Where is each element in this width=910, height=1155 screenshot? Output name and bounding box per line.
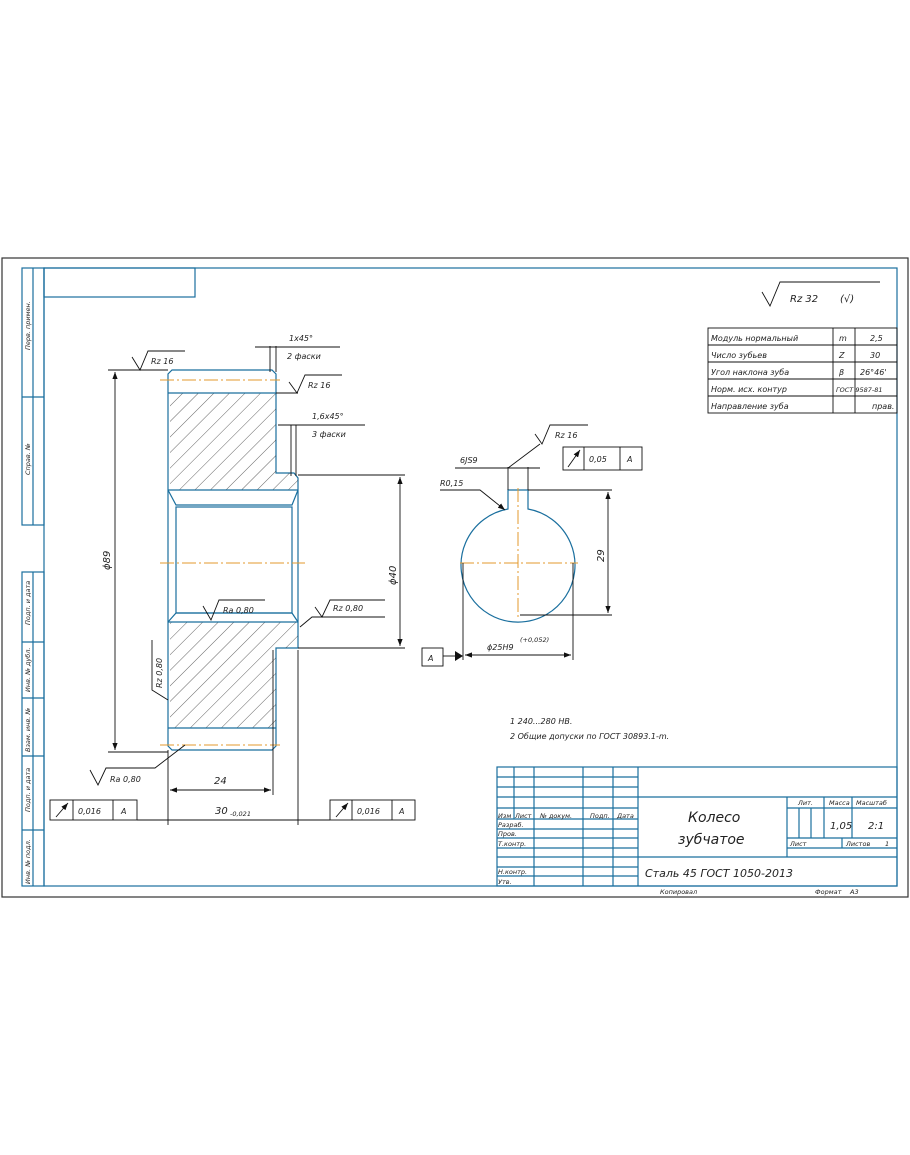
- side-label: Перв. примен.: [24, 301, 32, 350]
- drawing-label: Подп.: [590, 812, 610, 820]
- drawing-label: Масса: [829, 799, 850, 807]
- drawing-label: Модуль нормальный: [711, 334, 798, 343]
- drawing-label: Пров.: [498, 830, 517, 838]
- sheet-border: [1, 257, 909, 898]
- side-label: Инв. № подл.: [24, 839, 32, 884]
- side-label: Взам. инв. №: [24, 708, 32, 752]
- drawing-label: -0,021: [230, 810, 251, 818]
- part-name: зубчатое: [678, 832, 745, 848]
- drawing-label: Масштаб: [856, 799, 887, 807]
- drawing-label: Ra 0,80: [110, 775, 141, 784]
- runout-frame-left: 0,016 A: [49, 799, 138, 821]
- drawing-label: Копировал: [660, 888, 697, 896]
- drawing-label: 3 фаски: [312, 430, 346, 439]
- drawing-label: 26°46': [860, 368, 887, 377]
- runout-frame-right: 0,016 A: [329, 799, 416, 821]
- drawing-label: № докум.: [539, 812, 572, 820]
- drawing-label: A: [626, 455, 632, 464]
- drawing-label: A: [398, 807, 404, 816]
- general-roughness: Rz 32 (√): [761, 281, 880, 308]
- top-left-box: [43, 267, 196, 298]
- drawing-label: ϕ25H9: [487, 643, 514, 652]
- drawing-label: 0,016: [78, 807, 101, 816]
- drawing-label: Rz 32: [790, 294, 818, 305]
- drawing-label: Дата: [616, 812, 634, 820]
- drawing-label: Направление зуба: [711, 402, 789, 411]
- drawing-label: Rz 16: [308, 381, 330, 390]
- side-label: Подп. и дата: [24, 768, 32, 812]
- gear-spec-table: Модуль нормальный m 2,5 Число зубьев Z 30 Уг…: [707, 327, 898, 414]
- drawing-label: Z: [838, 351, 845, 360]
- tech-note: 1 240...280 HB.: [510, 717, 572, 726]
- drawing-label: R0,15: [440, 479, 463, 488]
- drawing-label: Т.контр.: [498, 840, 526, 848]
- drawing-label: Лист: [789, 840, 807, 848]
- drawing-label: ГОСТ 9587-81: [836, 386, 882, 394]
- part-name: Колесо: [688, 810, 740, 826]
- drawing-label: Листов: [845, 840, 870, 848]
- drawing-label: ϕ89: [102, 551, 113, 570]
- drawing-label: Число зубьев: [711, 351, 767, 360]
- drawing-label: Rz 16: [555, 431, 577, 440]
- material: Сталь 45 ГОСТ 1050-2013: [645, 867, 793, 880]
- side-strip: Перв. примен. Справ. № Подп. и дата Инв.…: [21, 267, 45, 887]
- spec-row: Угол наклона зуба β 26°46': [711, 368, 887, 377]
- drawing-label: 6JS9: [460, 456, 478, 465]
- gear-section-view: [160, 369, 305, 751]
- spec-row: Норм. исх. контур ГОСТ 9587-81: [711, 385, 882, 394]
- drawing-label: 1: [885, 840, 889, 848]
- mass-value: 1,05: [830, 821, 852, 832]
- drawing-label: 24: [214, 776, 227, 787]
- drawing-label: ϕ40: [388, 566, 399, 585]
- drawing-label: 2 фаски: [287, 352, 321, 361]
- drawing-label: Rz 16: [151, 357, 173, 366]
- drawing-label: 1,6x45°: [312, 412, 344, 421]
- drawing-label: 30: [870, 351, 880, 360]
- drawing-label: Лит.: [797, 799, 813, 807]
- drawing-label: 2,5: [870, 334, 883, 343]
- drawing-label: Rz 0,80: [155, 658, 164, 688]
- side-label: Подп. и дата: [24, 581, 32, 625]
- scale-value: 2:1: [868, 821, 884, 832]
- side-label: Справ. №: [24, 443, 32, 475]
- side-label: Инв. № дубл.: [24, 648, 32, 692]
- drawing-label: 1x45°: [289, 334, 313, 343]
- drawing-label: m: [839, 334, 847, 343]
- drawing-label: (√): [840, 294, 854, 305]
- dimensions: ϕ89 ϕ40 24 30 -0,021 1x45° 2 фаски 1,6x4…: [49, 334, 416, 825]
- drawing-label: A: [120, 807, 126, 816]
- drawing-label: Лист: [514, 812, 532, 820]
- drawing-label: β: [838, 368, 844, 377]
- drawing-label: Угол наклона зуба: [711, 368, 789, 377]
- spec-row: Модуль нормальный m 2,5: [711, 334, 883, 343]
- drawing-label: Rz 0,80: [333, 604, 363, 613]
- drawing-label: (+0,052): [520, 636, 549, 644]
- drawing-label: A: [427, 654, 433, 663]
- tech-note: 2 Общие допуски по ГОСТ 30893.1-m.: [510, 732, 669, 741]
- drawing-label: 0,05: [589, 455, 607, 464]
- drawing-label: А3: [849, 888, 859, 896]
- drawing-label: Утв.: [498, 878, 512, 886]
- drawing-label: Норм. исх. контур: [711, 385, 787, 394]
- drawing-label: Н.контр.: [498, 868, 527, 876]
- drawing-label: 0,016: [357, 807, 380, 816]
- drawing-label: Формат: [815, 888, 842, 896]
- drawing-label: Ra 0,80: [223, 606, 254, 615]
- drawing-label: 30: [215, 806, 228, 817]
- runout-frame-key: 0,05 A: [562, 446, 643, 471]
- drawing-label: Изм: [498, 812, 511, 820]
- drawing-label: Разраб.: [498, 821, 524, 829]
- spec-row: Направление зуба прав.: [711, 402, 894, 411]
- spec-row: Число зубьев Z 30: [711, 351, 880, 360]
- drawing-label: прав.: [872, 402, 894, 411]
- drawing-label: 29: [596, 549, 607, 562]
